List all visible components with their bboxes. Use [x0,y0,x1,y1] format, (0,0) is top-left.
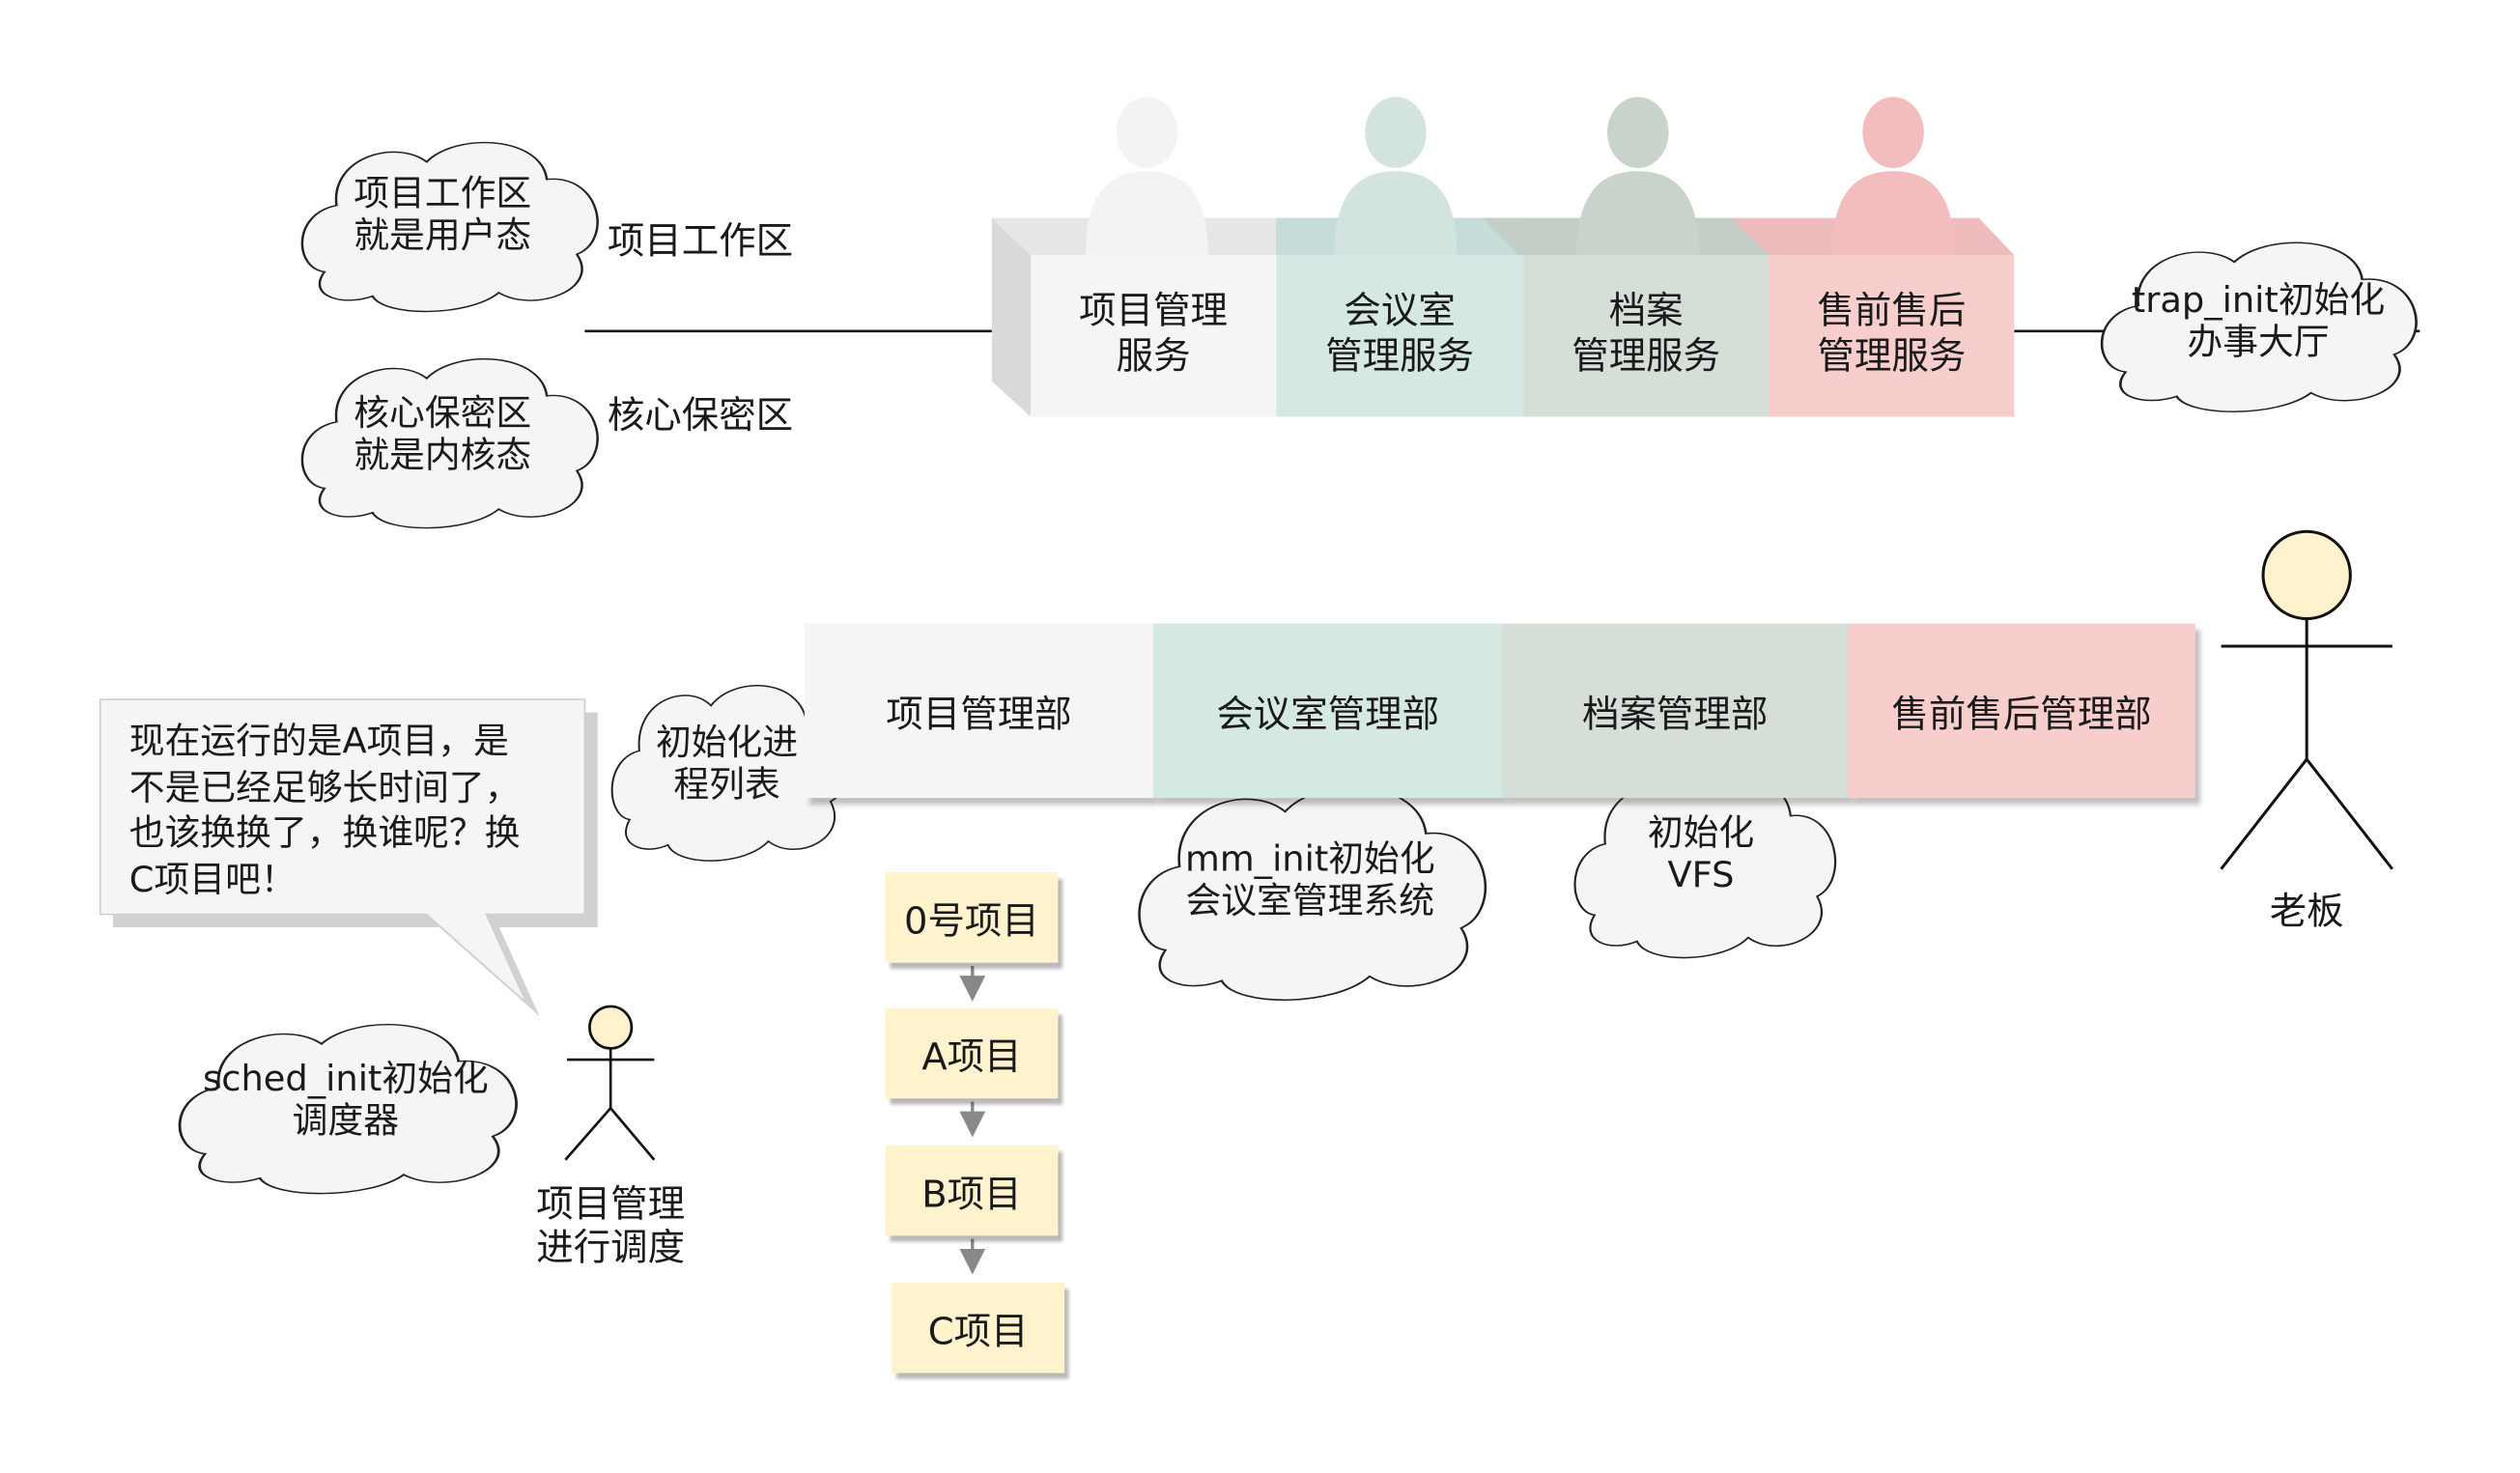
boss-figure [2220,529,2394,870]
boss-label: 老板 [2269,892,2344,934]
kernel-zone-label: 核心保密区 [607,395,794,439]
desk-side [991,217,1031,417]
dept-sales: 售前售后管理部 [1848,623,2195,799]
cloud-user-mode-text: 项目工作区 就是用户态 [354,174,532,257]
queue-item-a: A项目 [885,1007,1059,1099]
desk-front-sales [1769,255,2015,417]
desk-label-project: 项目管理 服务 [1079,291,1229,379]
queue-item-0: 0号项目 [885,872,1059,963]
desk-front-archive [1523,255,1770,417]
queue-item-c: C项目 [892,1282,1065,1374]
desk-front-meeting [1276,255,1524,417]
cloud-vfs-text: 初始化 VFS [1647,813,1755,897]
speech-bubble-shape [99,698,598,1016]
cloud-sched-init-text: sched_init初始化 调度器 [203,1060,489,1143]
desk-label-archive: 档案 管理服务 [1571,291,1721,379]
dept-project: 项目管理部 [804,623,1154,799]
dept-archive: 档案管理部 [1502,623,1849,799]
desk-front-project [1030,255,1277,417]
desk-label-meeting: 会议室 管理服务 [1325,291,1475,379]
cloud-trap-init-text: trap_init初始化 办事大厅 [2131,281,2386,364]
desk-label-sales: 售前售后 管理服务 [1817,291,1967,379]
user-zone-label: 项目工作区 [607,221,794,264]
cloud-proc-list-text: 初始化进 程列表 [655,723,799,807]
speech-bubble-text: 现在运行的是A项目，是 不是已经足够长时间了， 也该换换了，换谁呢？换 C项目吧… [128,722,521,901]
dept-meeting: 会议室管理部 [1153,623,1503,799]
cloud-kernel-mode-text: 核心保密区 就是内核态 [354,394,532,477]
desk-people [1085,97,1955,256]
cloud-mm-init-text: mm_init初始化 会议室管理系统 [1184,839,1435,922]
queue-item-b: B项目 [885,1145,1059,1236]
scheduler-figure [564,1005,656,1161]
scheduler-label: 项目管理 进行调度 [536,1183,686,1270]
